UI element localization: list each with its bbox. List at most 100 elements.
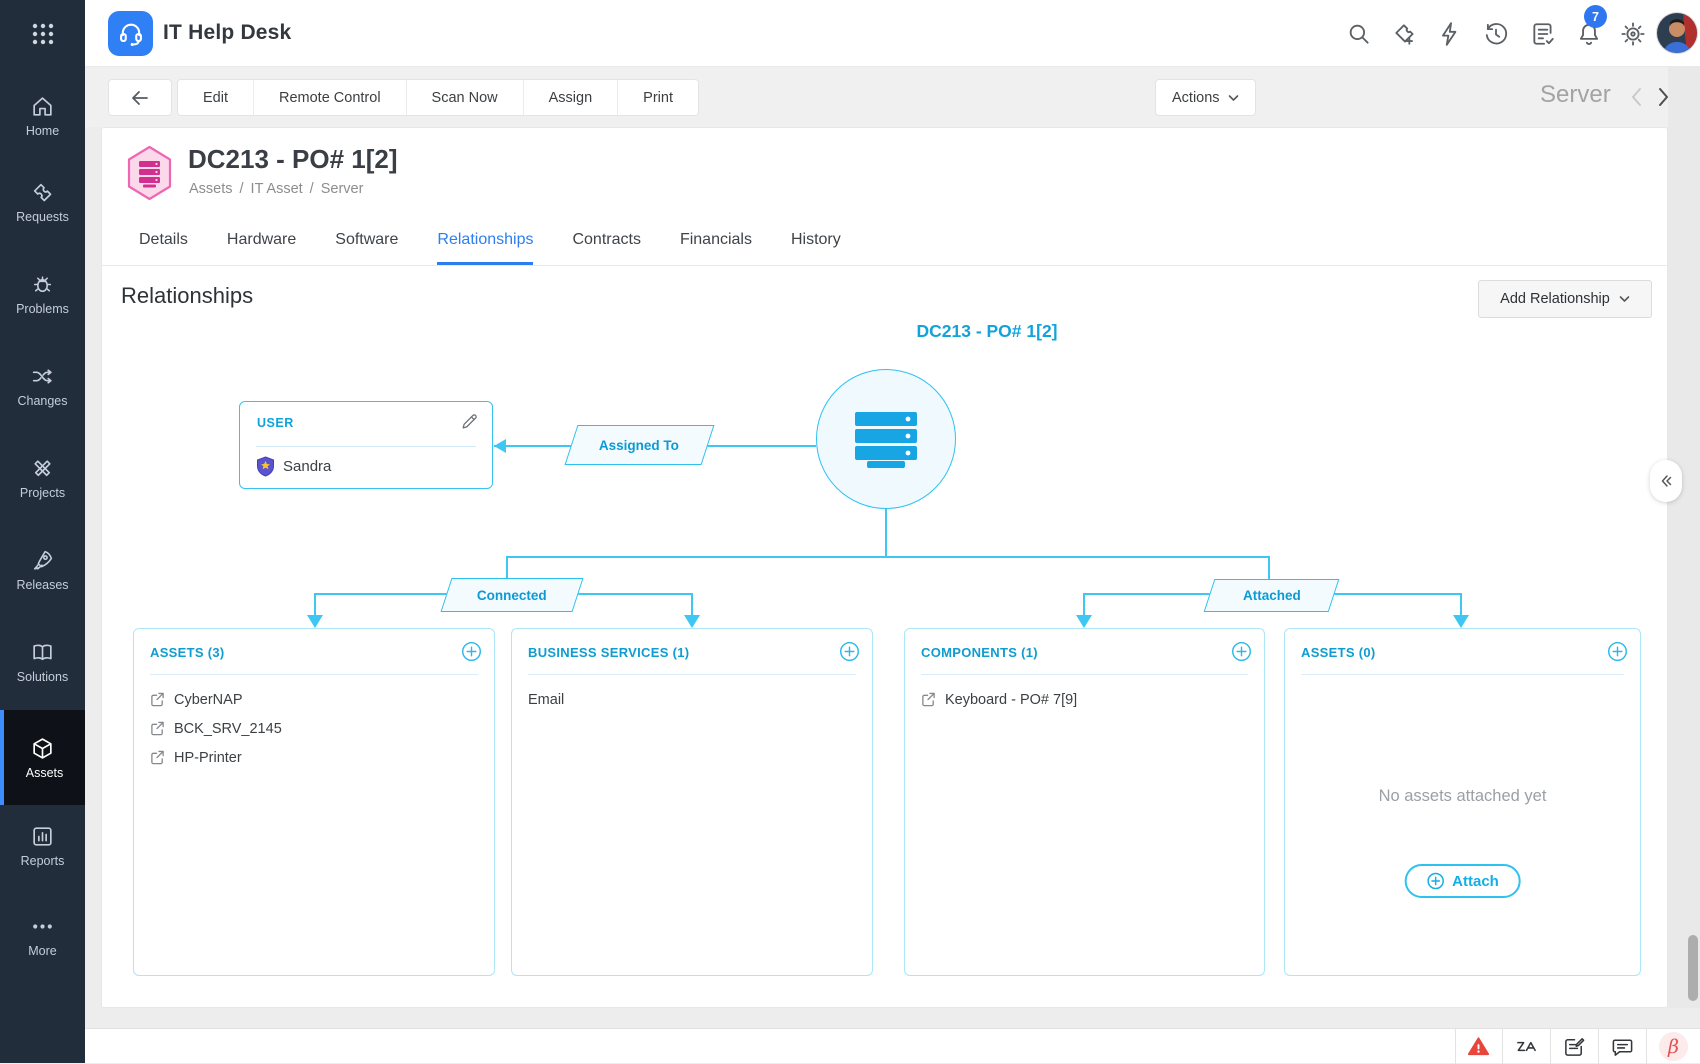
more-dots-icon	[33, 924, 52, 929]
back-button[interactable]	[108, 79, 172, 116]
sidebar-item-solutions[interactable]: Solutions	[0, 640, 85, 702]
attach-button[interactable]: Attach	[1404, 864, 1521, 898]
breadcrumb-separator: /	[239, 181, 244, 197]
add-request-ticket-icon[interactable]	[1392, 21, 1418, 47]
component-link-keyboard[interactable]: Keyboard - PO# 7[9]	[921, 685, 1252, 714]
assign-button[interactable]: Assign	[523, 80, 619, 115]
connected-label: Connected	[440, 578, 584, 612]
shuffle-icon	[32, 369, 52, 384]
headset-icon	[119, 23, 142, 46]
add-attached-asset-icon[interactable]	[1607, 641, 1628, 662]
zia-assistant-icon[interactable]	[1515, 1035, 1538, 1058]
add-connected-asset-icon[interactable]	[461, 641, 482, 662]
attached-left-arrowhead	[1076, 615, 1092, 628]
user-avatar[interactable]	[1656, 12, 1698, 54]
task-approval-icon[interactable]	[1530, 21, 1556, 47]
plus-circle-icon	[1426, 872, 1444, 890]
tab-software[interactable]: Software	[335, 231, 399, 248]
tab-financials[interactable]: Financials	[679, 231, 752, 248]
asset-node[interactable]	[816, 369, 956, 509]
rocket-icon	[33, 550, 53, 570]
collapse-panel-button[interactable]	[1650, 460, 1682, 502]
search-icon[interactable]	[1346, 21, 1372, 47]
double-chevron-left-icon	[1661, 475, 1672, 487]
user-relationship-box: USER Sandra	[239, 401, 493, 489]
top-header: IT Help Desk 7	[0, 0, 1700, 67]
external-link-icon	[151, 721, 164, 736]
tab-details[interactable]: Details	[139, 231, 188, 248]
user-row[interactable]: Sandra	[256, 456, 331, 477]
business-service-email[interactable]: Email	[528, 691, 565, 708]
attached-left-line	[1083, 593, 1213, 595]
sidebar-item-reports[interactable]: Reports	[0, 824, 85, 886]
connected-left-arrowhead	[307, 615, 323, 628]
connected-left-drop	[314, 593, 316, 616]
app-launcher-button[interactable]	[0, 0, 85, 67]
sidebar-item-assets[interactable]: Assets	[0, 710, 85, 805]
print-button[interactable]: Print	[618, 80, 698, 115]
add-relationship-button[interactable]: Add Relationship	[1478, 280, 1652, 318]
settings-gear-icon[interactable]	[1620, 21, 1646, 47]
add-component-icon[interactable]	[1231, 641, 1252, 662]
breadcrumb-it-asset[interactable]: IT Asset	[250, 181, 303, 197]
sidebar-item-problems[interactable]: Problems	[0, 272, 85, 334]
assigned-to-label: Assigned To	[564, 425, 715, 465]
edit-button[interactable]: Edit	[178, 80, 254, 115]
attached-left-drop	[1083, 593, 1085, 616]
sidebar-item-home[interactable]: Home	[0, 94, 85, 156]
vertical-scrollbar[interactable]	[1688, 935, 1698, 1001]
empty-state-text: No assets attached yet	[1378, 787, 1547, 805]
tab-hardware[interactable]: Hardware	[226, 231, 297, 248]
panel-attached-assets: ASSETS (0) No assets attached yet Attach	[1284, 628, 1641, 976]
actions-dropdown[interactable]: Actions	[1155, 79, 1256, 116]
breadcrumb-server[interactable]: Server	[320, 181, 364, 197]
external-link-icon	[151, 692, 164, 707]
breadcrumb-assets[interactable]: Assets	[189, 181, 233, 197]
breadcrumb-separator: /	[309, 181, 314, 197]
sidebar-item-more[interactable]: More	[0, 914, 85, 976]
tab-relationships[interactable]: Relationships	[437, 231, 534, 265]
section-heading: Relationships	[121, 283, 254, 308]
next-asset-chevron-icon[interactable]	[1652, 85, 1674, 109]
diagram-node-title[interactable]: DC213 - PO# 1[2]	[916, 321, 1058, 341]
history-icon[interactable]	[1483, 21, 1509, 47]
app-grid-icon	[32, 23, 53, 44]
beta-badge[interactable]: β	[1659, 1032, 1688, 1061]
tabs-divider	[102, 265, 1667, 266]
warning-alert-icon[interactable]	[1467, 1035, 1490, 1058]
quick-actions-bolt-icon[interactable]	[1437, 21, 1463, 47]
remote-control-button[interactable]: Remote Control	[254, 80, 407, 115]
sidebar-item-requests[interactable]: Requests	[0, 180, 85, 242]
assets-cube-icon	[33, 737, 52, 759]
sidebar-item-projects[interactable]: Projects	[0, 456, 85, 518]
asset-link-hp-printer[interactable]: HP-Printer	[150, 743, 482, 772]
sidebar-item-releases[interactable]: Releases	[0, 548, 85, 610]
asset-title: DC213 - PO# 1[2]	[188, 144, 398, 174]
prev-asset-chevron-icon[interactable]	[1626, 85, 1648, 109]
tab-history[interactable]: History	[790, 231, 841, 248]
panel-business-services: BUSINESS SERVICES (1) Email	[511, 628, 873, 976]
avatar-photo	[1657, 13, 1697, 53]
panel-components: COMPONENTS (1) Keyboard - PO# 7[9]	[904, 628, 1265, 976]
trunk-line	[506, 556, 1270, 558]
app-logo[interactable]	[108, 11, 153, 56]
server-hexagon-icon	[127, 145, 172, 201]
attached-right-arrowhead	[1453, 615, 1469, 628]
connected-right-arrowhead	[684, 615, 700, 628]
asset-link-cybernap[interactable]: CyberNAP	[150, 685, 482, 714]
server-icon	[855, 412, 917, 468]
scan-now-button[interactable]: Scan Now	[406, 80, 524, 115]
feedback-edit-icon[interactable]	[1563, 1035, 1586, 1058]
sidebar-item-changes[interactable]: Changes	[0, 364, 85, 426]
node-down-line	[885, 509, 887, 556]
content-gap	[85, 1008, 1700, 1028]
attached-right-drop	[1460, 593, 1462, 616]
chat-icon[interactable]	[1611, 1035, 1634, 1058]
edit-pencil-icon[interactable]	[460, 412, 479, 431]
asset-link-bck-srv[interactable]: BCK_SRV_2145	[150, 714, 482, 743]
connected-right-drop	[691, 593, 693, 616]
external-link-icon	[922, 692, 935, 707]
add-business-service-icon[interactable]	[839, 641, 860, 662]
tab-contracts[interactable]: Contracts	[572, 231, 641, 248]
